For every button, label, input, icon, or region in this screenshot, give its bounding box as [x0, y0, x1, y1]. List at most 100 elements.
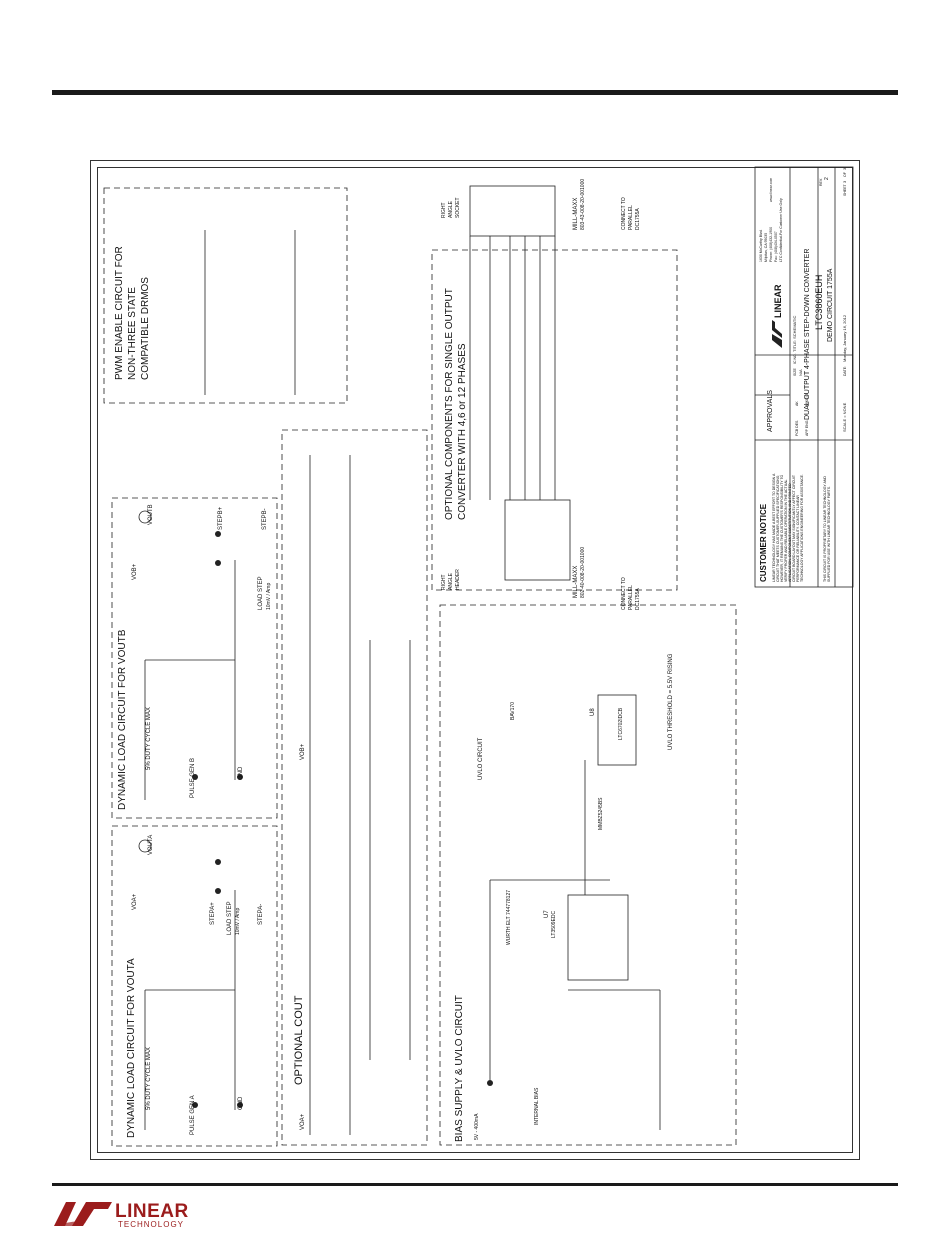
footer-rule: [52, 1183, 898, 1186]
notice-line-6: CIRCUIT BOARD LAYOUT MAY SIGNIFICANTLY A…: [792, 474, 796, 582]
customer-notice-title: CUSTOMER NOTICE: [759, 503, 768, 582]
j10-right-3: SOCKET: [455, 197, 461, 218]
sheet-label: SHEET: [843, 183, 847, 196]
address-1: 1630 McCarthy Blvd.: [759, 229, 763, 262]
duty-b-note: 5% DUTY CYCLE MAX: [146, 707, 152, 770]
demo-circuit: DEMO CIRCUIT 1755A: [827, 268, 834, 342]
j9-connect-2: PARALLEL: [628, 585, 634, 610]
j9-mill-maxx: MILL-MAXX: [573, 566, 579, 598]
confidential-note: LTC Confidential-For Customer Use Only: [779, 198, 783, 262]
d2-part: MMBZ5245BS: [598, 797, 604, 830]
d1-part: BAV170: [510, 702, 516, 720]
title-block: [754, 166, 854, 588]
notice-footer-2: SUPPLIED FOR USE WITH LINEAR TECHNOLOGY …: [827, 486, 831, 582]
vob-plus-cout: VOB+: [300, 743, 306, 760]
j9-right-1: RIGHT: [441, 574, 447, 590]
j9-right-2: ANGLE: [448, 572, 454, 590]
address-2: Milpitas, CA 95035: [764, 233, 768, 262]
logo-wordmark: LINEAR: [115, 1201, 189, 1222]
notice-line-2: CIRCUIT THAT MEETS CUSTOMER-SUPPLIED SPE…: [776, 475, 780, 582]
optional-components-box: [431, 249, 678, 591]
vob-plus-label-b: VOB+: [132, 563, 138, 580]
notice-footer-1: THIS CIRCUIT IS PROPRIETARY TO LINEAR TE…: [823, 476, 827, 582]
j10-right-1: RIGHT: [441, 202, 447, 218]
pcb-des-value: AK: [795, 401, 799, 406]
u8-body: [597, 694, 637, 766]
size-value: N/A: [798, 369, 803, 376]
schematic-frame: [90, 160, 860, 1160]
j9-header: [504, 499, 571, 581]
voutb-label: VOUTB: [148, 504, 154, 525]
part-number: LTC3860EUH: [814, 275, 824, 330]
pwm-enable-box: [103, 187, 348, 404]
u8-ref: U8: [590, 708, 596, 716]
address-3: Phone: (408)432-1900: [769, 227, 773, 262]
size-label: SIZE: [793, 368, 797, 376]
svg-text:LINEAR: LINEAR: [773, 284, 783, 318]
dyn-load-b-box: [111, 497, 278, 819]
rev-label: REV.: [819, 178, 823, 186]
linear-technology-logo: LINEAR TECHNOLOGY: [52, 1198, 192, 1234]
pwm-enable-title-2: NON-THREE STATE: [127, 287, 138, 380]
optional-components-title-1: OPTIONAL COMPONENTS FOR SINGLE OUTPUT: [444, 288, 455, 520]
schematic-inner-frame: [97, 167, 853, 1153]
j9-connect-1: CONNECT TO: [621, 577, 627, 610]
notice-line-5: APPLICATION. COMPONENT SUBSTITUTION AND …: [788, 483, 792, 582]
sheet-number: 3: [842, 180, 847, 183]
notice-line-1: LINEAR TECHNOLOGY HAS MADE A BEST EFFORT…: [772, 473, 776, 582]
notice-line-3: HOWEVER, IT REMAINS THE CUSTOMER'S RESPO…: [780, 474, 784, 582]
j10-mill-maxx: MILL-MAXX: [573, 198, 579, 230]
title-block-logo-icon: LINEAR: [772, 284, 783, 348]
voa-plus-label-a: VOA+: [132, 893, 138, 910]
notice-line-8: TECHNOLOGY APPLICATIONS ENGINEERING FOR …: [800, 474, 804, 582]
gnd-a-label: GND: [238, 1096, 244, 1110]
uvlo-threshold-label: UVLO THRESHOLD = 5.5V RISING: [668, 653, 674, 750]
duty-a-note: 5% DUTY CYCLE MAX: [146, 1047, 152, 1110]
load-step-a-val: 10mV / Amp: [235, 908, 241, 935]
approvals-label: APPROVALS: [767, 390, 774, 432]
date-label: DATE:: [843, 366, 847, 376]
u8-part: LTC6702IDCB: [618, 707, 624, 740]
dyn-load-a-title: DYNAMIC LOAD CIRCUIT FOR VOUTA: [126, 958, 137, 1138]
app-eng-value: MIKE E.: [805, 393, 809, 406]
stepb-minus-label: STEPB-: [262, 508, 268, 530]
rev-value: 2: [824, 177, 830, 180]
pwm-enable-title-1: PWM ENABLE CIRCUIT FOR: [114, 246, 125, 380]
j10-right-2: ANGLE: [448, 200, 454, 218]
internal-bias-label: INTERNAL BIAS: [534, 1087, 540, 1125]
schematic-title: DUAL OUTPUT 4-PHASE STEP-DOWN CONVERTER: [804, 249, 811, 420]
load-step-b-val: 10mV / Amp: [266, 583, 272, 610]
u7-ref: U7: [544, 910, 550, 918]
date-value: Monday, January 16, 2012: [842, 314, 847, 362]
load-step-b-label: LOAD STEP: [258, 576, 264, 610]
bias-supply-title: BIAS SUPPLY & UVLO CIRCUIT: [454, 995, 465, 1142]
dyn-load-b-title: DYNAMIC LOAD CIRCUIT FOR VOUTB: [117, 629, 128, 810]
dyn-load-a-box: [111, 825, 278, 1147]
j10-connect-2: PARALLEL: [628, 205, 634, 230]
notice-line-7: PERFORMANCE OR RELIABILITY. CONTACT LINE…: [796, 495, 800, 582]
voa-plus-cout: VOA+: [300, 1113, 306, 1130]
logo-tagline: TECHNOLOGY: [118, 1220, 185, 1229]
optional-components-title-2: CONVERTER WITH 4,6 or 12 PHASES: [457, 343, 468, 520]
linear-logo-icon: [54, 1202, 112, 1226]
header-rule: [52, 90, 898, 95]
stepa-minus-label: STEPA-: [258, 904, 264, 925]
optional-cout-box: [281, 429, 428, 1146]
website: www.linear.com: [769, 178, 773, 202]
j9-right-3: HEADER: [455, 569, 461, 590]
stepb-plus-label: STEPB+: [218, 506, 224, 530]
j9-part-number: 802-40-008-20-001000: [580, 547, 586, 598]
wurth-label: WURTH ELT 744778127: [506, 890, 512, 945]
vouta-label: VOUTA: [148, 835, 154, 855]
pwm-enable-title-3: COMPATIBLE DRMOS: [140, 277, 151, 380]
app-eng-label: APP ENG.: [805, 420, 809, 436]
j10-connect-1: CONNECT TO: [621, 197, 627, 230]
bias-supply-box: [439, 604, 737, 1146]
j10-connect-3: DC1755A: [635, 208, 641, 230]
sheet-total: 3: [842, 167, 847, 170]
u7-body: [567, 894, 629, 981]
load-step-a-label: LOAD STEP: [227, 901, 233, 935]
stepa-plus-label: STEPA+: [210, 902, 216, 925]
uvlo-circuit-label: UVLO CIRCUIT: [478, 737, 484, 780]
